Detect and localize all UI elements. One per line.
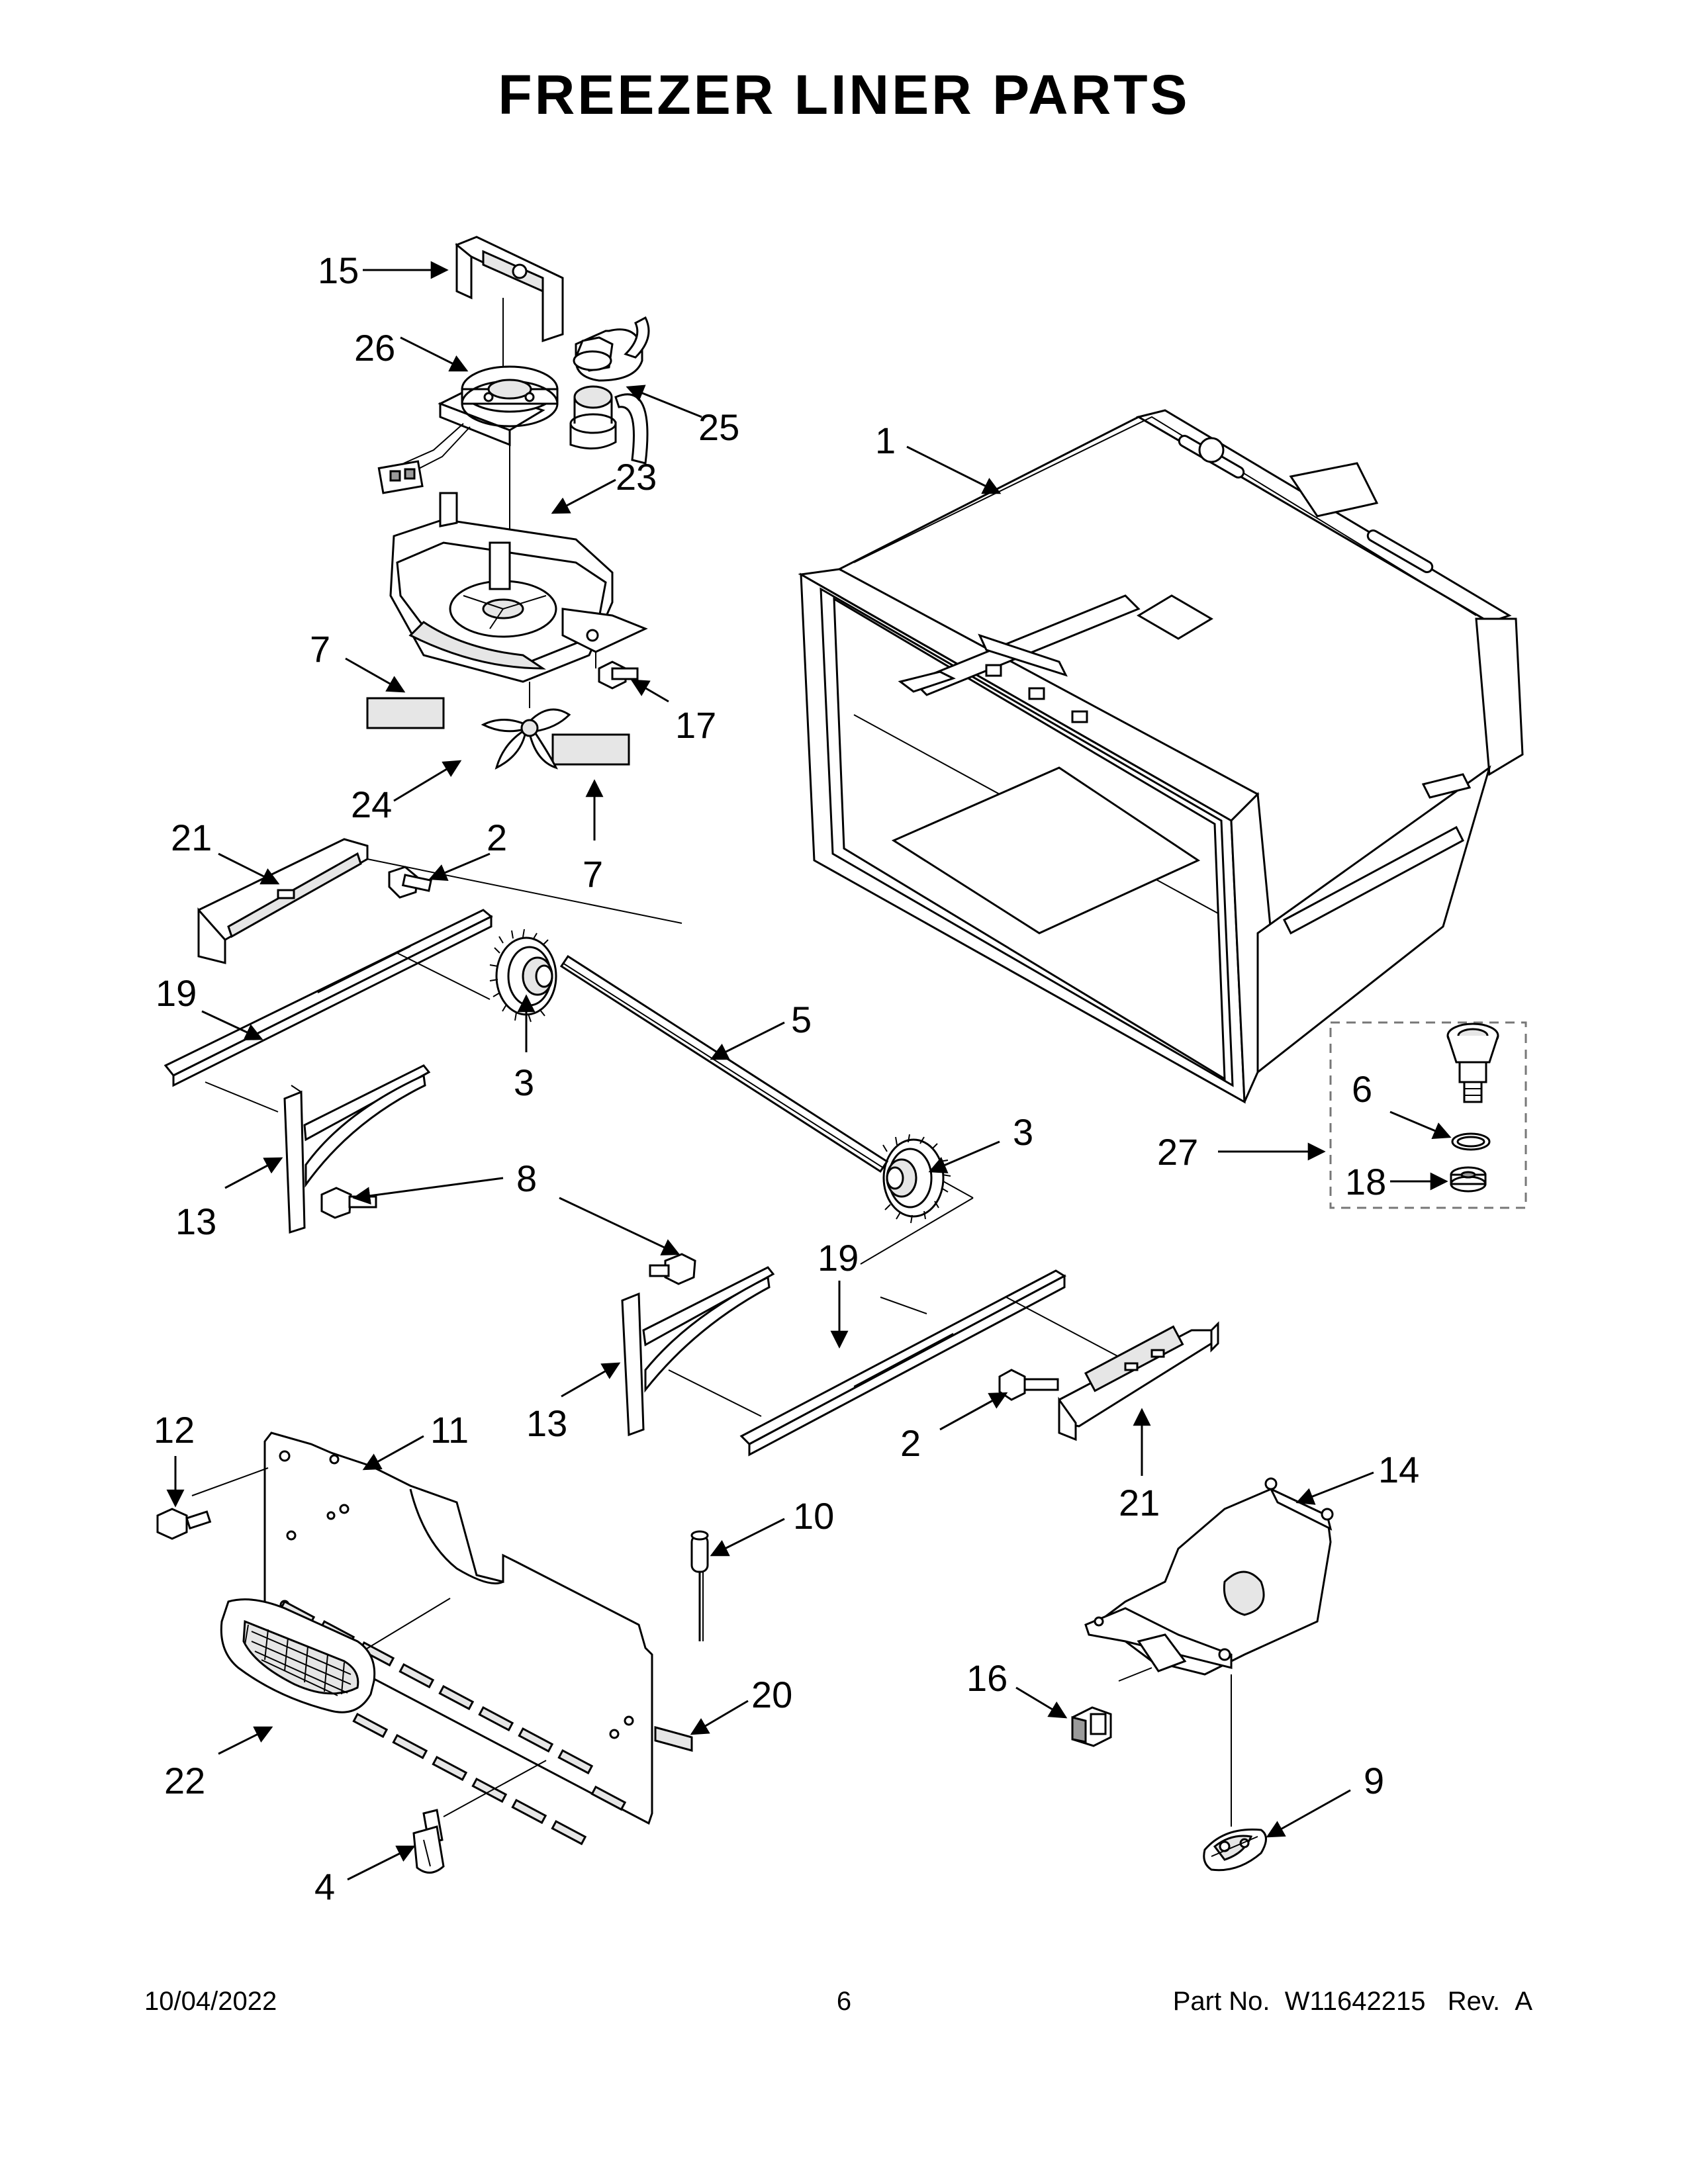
part-number-label: Part No.	[1172, 1987, 1270, 2016]
o-ring	[1451, 1132, 1491, 1151]
callout-1: 1	[875, 420, 896, 461]
callout-12: 12	[154, 1409, 195, 1451]
rail-bracket-right	[1058, 1321, 1219, 1441]
callout-25: 25	[698, 406, 739, 448]
foam-strip	[654, 1726, 693, 1752]
callout-21-right: 21	[1119, 1482, 1160, 1524]
fan-bracket	[455, 236, 564, 424]
callout-6: 6	[1352, 1068, 1372, 1110]
screw-17	[598, 660, 639, 690]
callout-4: 4	[314, 1866, 335, 1907]
callout-3-left: 3	[514, 1062, 534, 1103]
callout-18: 18	[1345, 1161, 1386, 1203]
fan-motor	[377, 365, 559, 536]
callout-3-right: 3	[1013, 1111, 1033, 1153]
damper-door	[1071, 1706, 1112, 1747]
gear-right	[860, 1134, 974, 1265]
callout-22: 22	[164, 1760, 205, 1801]
freezer-liner	[798, 409, 1524, 1104]
filter-knob	[1203, 1828, 1267, 1872]
water-filter-head	[1446, 1023, 1499, 1103]
callout-7-lower: 7	[583, 853, 603, 895]
kit-27-box	[1329, 1021, 1527, 1209]
washer	[1450, 1166, 1487, 1193]
rail-bracket-left	[197, 838, 682, 964]
callout-8: 8	[516, 1158, 537, 1199]
screw-12	[156, 1508, 212, 1540]
slide-rail-right	[739, 1269, 1119, 1457]
callout-11: 11	[430, 1409, 469, 1451]
footer-date: 10/04/2022	[144, 1987, 277, 2016]
panel-vent-slots	[279, 1600, 627, 1846]
leader-lines	[166, 261, 1452, 1881]
revision-value: A	[1515, 1987, 1532, 2016]
callout-13-left: 13	[175, 1201, 216, 1242]
air-duct-cover	[1084, 1477, 1334, 1827]
insulation-pad-upper	[366, 697, 445, 729]
footer-part-number: Part No. W11642215 Rev. A	[1173, 1987, 1532, 2017]
callout-19-right: 19	[818, 1237, 859, 1279]
footer-page-number: 6	[836, 1987, 852, 2016]
callout-20: 20	[751, 1674, 792, 1715]
callout-19-left: 19	[156, 972, 197, 1014]
gear-left	[489, 929, 557, 1023]
callout-7-upper: 7	[310, 628, 330, 670]
callout-27: 27	[1157, 1131, 1198, 1173]
callout-labels: 15 26 25 1 23 7 17 24 7 2 21 19 3 5 3 6 …	[154, 250, 1419, 1907]
rail-support-center	[621, 1266, 775, 1437]
rail-support-left	[283, 1064, 431, 1234]
vent-grille	[220, 1598, 376, 1713]
callout-15: 15	[318, 250, 359, 291]
connecting-shaft	[559, 954, 889, 1173]
callout-24: 24	[351, 784, 392, 825]
thermistor	[690, 1530, 709, 1641]
page-title: FREEZER LINER PARTS	[498, 64, 1190, 126]
rear-cover-panel	[191, 1432, 653, 1846]
callout-5: 5	[791, 999, 812, 1040]
callout-9: 9	[1364, 1760, 1384, 1801]
callout-10: 10	[793, 1495, 834, 1537]
fan-housing	[389, 492, 648, 708]
clip-4	[412, 1809, 445, 1874]
callout-16: 16	[966, 1657, 1008, 1699]
callout-17: 17	[675, 704, 716, 746]
screw-2-lower	[998, 1369, 1059, 1401]
callout-13-center: 13	[526, 1402, 567, 1444]
part-number-value: W11642215	[1284, 1987, 1426, 2016]
callout-14: 14	[1378, 1449, 1419, 1490]
callout-2-upper: 2	[487, 817, 507, 858]
screw-2-upper	[388, 866, 432, 899]
callout-23: 23	[616, 456, 657, 498]
screw-8-center	[649, 1253, 696, 1285]
insulation-pad-lower	[551, 733, 630, 766]
callout-26: 26	[354, 327, 395, 369]
screw-8-left	[320, 1187, 377, 1219]
revision-label: Rev.	[1447, 1987, 1501, 2016]
fan-blade	[481, 708, 571, 770]
callout-2-lower: 2	[900, 1422, 921, 1464]
callout-21-left: 21	[171, 817, 212, 858]
